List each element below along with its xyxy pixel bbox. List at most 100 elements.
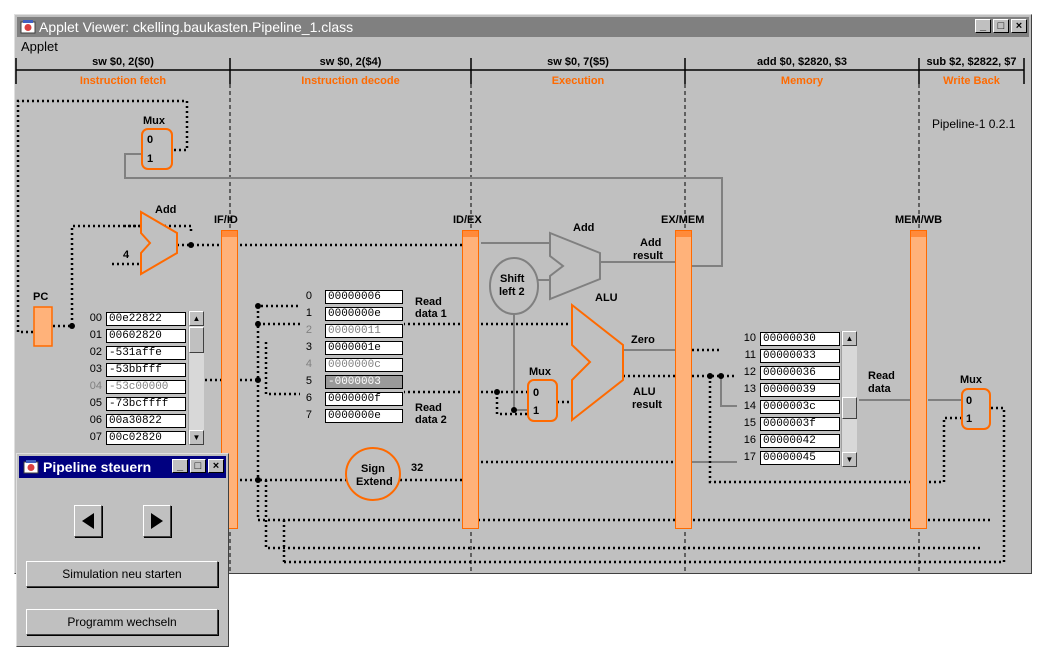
change-program-button[interactable]: Programm wechseln	[26, 609, 218, 635]
reg-value: 0000000e	[325, 409, 403, 423]
stage-ex-instruction: sw $0, 7($5)	[547, 56, 609, 68]
data-memory[interactable]: 10 00000030 11 00000033 12 00000036 13 0…	[738, 331, 859, 467]
reg-index: 4	[305, 358, 312, 370]
imem-scrollbar[interactable]: ▲ ▼	[188, 311, 204, 445]
version-label: Pipeline-1 0.2.1	[932, 117, 1016, 131]
stage-id-instruction: sw $0, 2($4)	[319, 56, 382, 68]
maximize-icon[interactable]: □	[190, 459, 206, 473]
applet-icon	[20, 20, 36, 34]
stage-if-instruction: sw $0, 2($0)	[92, 56, 154, 68]
menu-applet[interactable]: Applet	[21, 39, 58, 54]
restart-simulation-button[interactable]: Simulation neu starten	[26, 561, 218, 587]
minimize-icon[interactable]: _	[172, 459, 188, 473]
if-mux-label: Mux	[143, 115, 165, 127]
if-mux	[141, 128, 173, 170]
mem-wb-register	[910, 230, 927, 529]
imem-value-current[interactable]: -53c00000	[106, 380, 186, 394]
imem-value[interactable]: 00602820	[106, 329, 186, 343]
imem-addr: 02	[89, 346, 102, 358]
stage-if-name: Instruction fetch	[79, 75, 167, 87]
if-adder	[140, 210, 178, 276]
ex-mem-label: EX/MEM	[661, 214, 705, 226]
reg-value: 0000000e	[325, 307, 403, 321]
imem-addr: 01	[89, 329, 102, 341]
step-forward-button[interactable]	[143, 505, 171, 537]
if-adder-label: Add	[155, 204, 177, 216]
dmem-scroll-thumb[interactable]	[842, 397, 857, 419]
imem-addr: 04	[89, 380, 102, 392]
reg-value: 00000006	[325, 290, 403, 304]
scroll-down-icon[interactable]: ▼	[842, 452, 857, 467]
reg-value: 0000000f	[325, 392, 403, 406]
pc-register	[33, 306, 53, 347]
dmem-value[interactable]: 00000033	[760, 349, 840, 363]
imem-value[interactable]: -73bcffff	[106, 397, 186, 411]
close-icon[interactable]: ×	[1011, 19, 1027, 33]
maximize-icon[interactable]: □	[993, 19, 1009, 33]
dmem-value[interactable]: 00000045	[760, 451, 840, 465]
dmem-value[interactable]: 0000003f	[760, 417, 840, 431]
applet-icon	[23, 460, 39, 474]
reg-index: 2	[305, 324, 312, 336]
dmem-index: 12	[743, 366, 756, 378]
writeback-mux-label: Mux	[960, 374, 982, 386]
scroll-down-icon[interactable]: ▼	[189, 430, 204, 445]
read-data2-label-2: data 2	[415, 414, 447, 426]
if-mux-in1: 1	[147, 153, 154, 165]
dialog-titlebar[interactable]: Pipeline steuern _□×	[19, 456, 226, 478]
pc-label: PC	[33, 291, 49, 303]
reg-index: 6	[305, 392, 312, 404]
imem-value[interactable]: 00e22822	[106, 312, 186, 326]
instruction-memory[interactable]: 00 00e22822 01 00602820 02 -531affe 03 -…	[84, 311, 205, 445]
dmem-index: 11	[744, 349, 756, 361]
step-back-button[interactable]	[74, 505, 102, 537]
reg-index: 3	[305, 341, 312, 353]
sign-extend	[345, 447, 401, 501]
close-icon[interactable]: ×	[208, 459, 224, 473]
imem-value[interactable]: 00c02820	[106, 431, 186, 445]
branch-adder	[549, 231, 601, 301]
shift-label-2: left 2	[499, 286, 525, 298]
dmem-value[interactable]: 00000036	[760, 366, 840, 380]
if-constant-four: 4	[123, 249, 130, 261]
alu	[571, 302, 624, 423]
read-data2-label-1: Read	[415, 402, 442, 414]
imem-scroll-thumb[interactable]	[189, 327, 204, 353]
dmem-index: 10	[743, 332, 756, 344]
read-data1-label-1: Read	[415, 296, 442, 308]
if-id-label: IF/ID	[214, 214, 238, 226]
window-title: Applet Viewer: ckelling.baukasten.Pipeli…	[39, 19, 354, 35]
zero-label: Zero	[631, 334, 655, 346]
dmem-value[interactable]: 0000003c	[760, 400, 840, 414]
alu-result-label-2: result	[632, 399, 662, 411]
writeback-mux-in1: 1	[966, 413, 973, 425]
alu-label: ALU	[595, 292, 618, 304]
dmem-value[interactable]: 00000039	[760, 383, 840, 397]
alu-src-mux	[527, 379, 558, 422]
alu-result-label-1: ALU	[633, 386, 656, 398]
forward-arrow-icon	[151, 513, 163, 529]
read-data-label-1: Read	[868, 370, 895, 382]
sign-extend-width: 32	[411, 462, 424, 474]
add-result-label-2: result	[633, 250, 663, 262]
register-file: 0 00000006 1 0000000e 2 00000011 3 00000…	[302, 289, 404, 425]
window-titlebar[interactable]: Applet Viewer: ckelling.baukasten.Pipeli…	[17, 17, 1029, 37]
scroll-up-icon[interactable]: ▲	[189, 311, 204, 326]
dmem-index: 14	[743, 400, 756, 412]
reg-value: 0000000c	[325, 358, 403, 372]
mem-wb-label: MEM/WB	[895, 214, 943, 226]
dmem-index: 16	[743, 434, 756, 446]
imem-value[interactable]: -53bbfff	[106, 363, 186, 377]
dmem-scrollbar[interactable]: ▲ ▼	[841, 331, 857, 467]
imem-value[interactable]: -531affe	[106, 346, 186, 360]
imem-value[interactable]: 00a30822	[106, 414, 186, 428]
scroll-up-icon[interactable]: ▲	[842, 331, 857, 346]
back-arrow-icon	[82, 513, 94, 529]
stage-id-name: Instruction decode	[301, 75, 400, 87]
dmem-value[interactable]: 00000030	[760, 332, 840, 346]
if-mux-in0: 0	[147, 134, 154, 146]
dialog-title: Pipeline steuern	[43, 459, 152, 475]
dmem-value[interactable]: 00000042	[760, 434, 840, 448]
reg-value: 0000001e	[325, 341, 403, 355]
minimize-icon[interactable]: _	[975, 19, 991, 33]
